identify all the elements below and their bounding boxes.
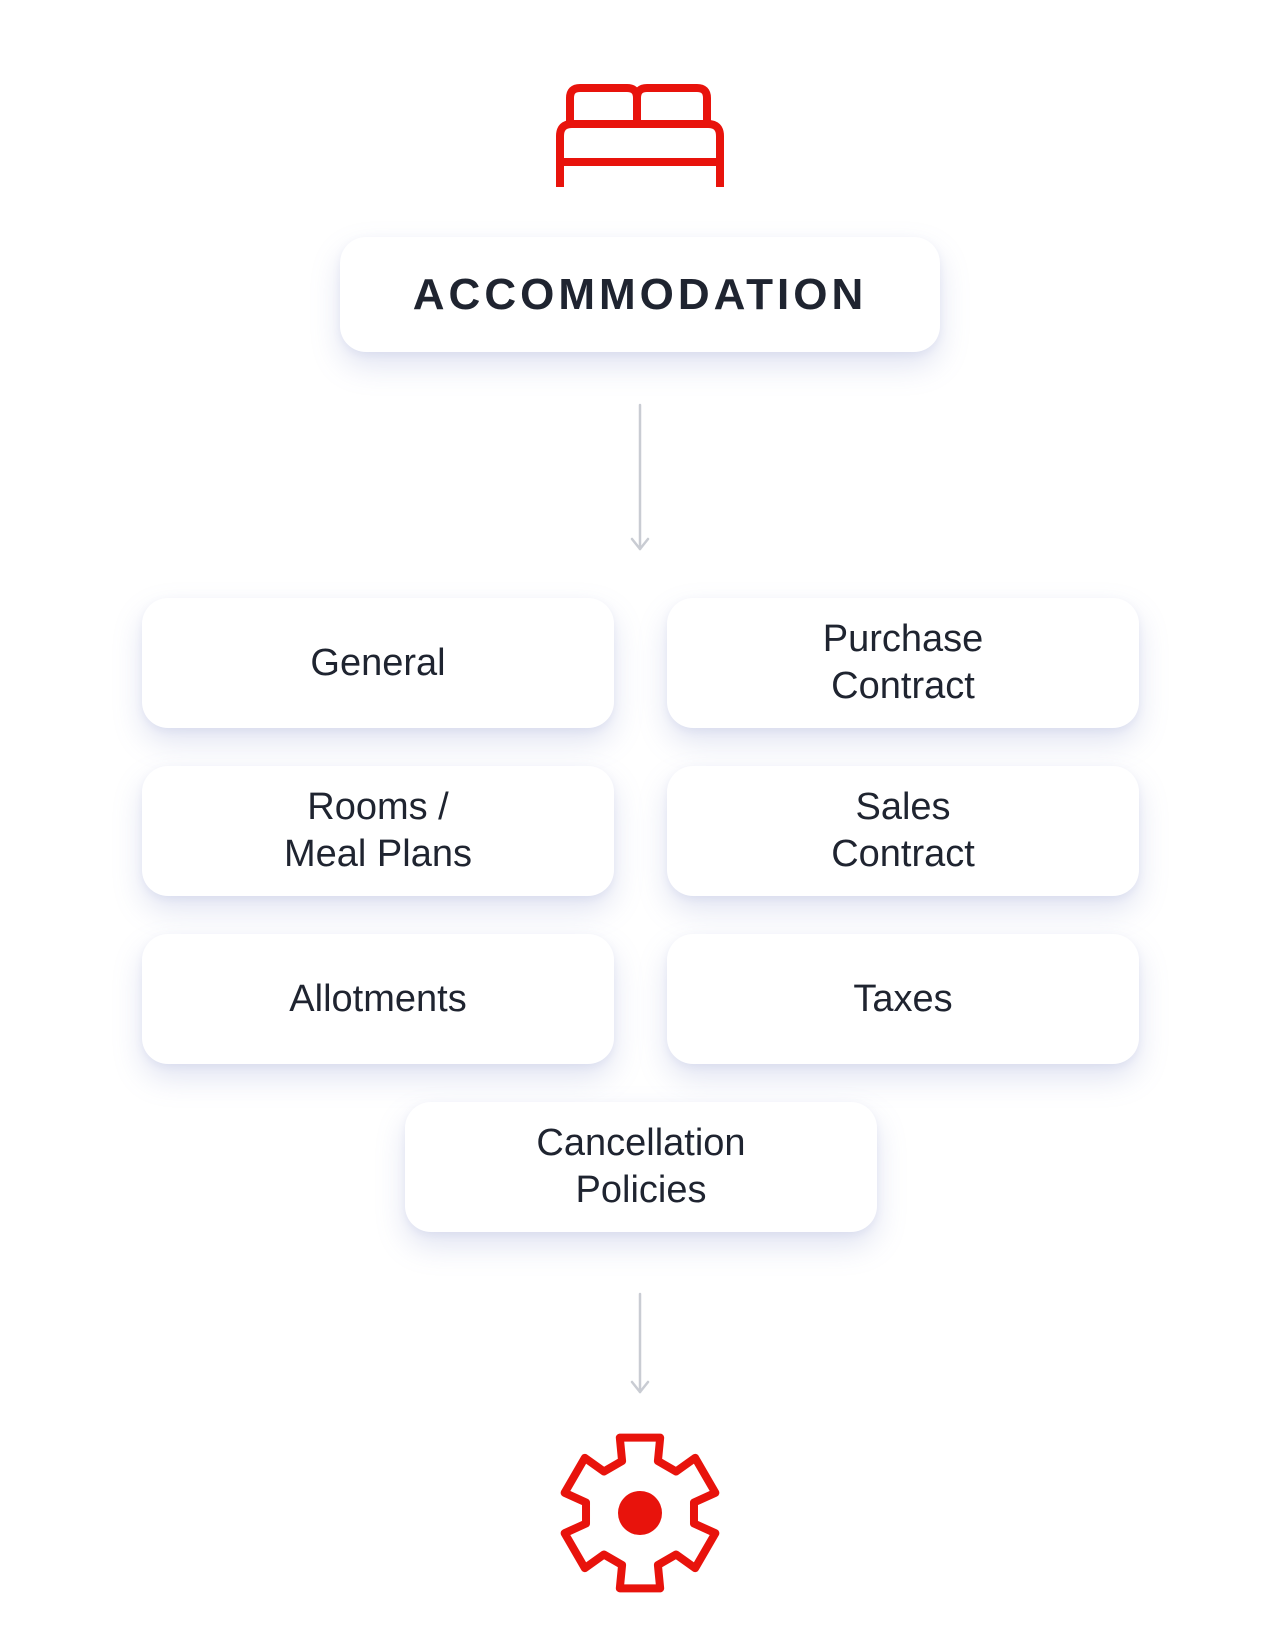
item-card-rooms-meal-plans: Rooms / Meal Plans bbox=[142, 766, 614, 896]
item-card-sales-contract: Sales Contract bbox=[667, 766, 1139, 896]
item-card-allotments: Allotments bbox=[142, 934, 614, 1064]
item-card-general: General bbox=[142, 598, 614, 728]
item-card-purchase-contract: Purchase Contract bbox=[667, 598, 1139, 728]
gear-icon bbox=[555, 1428, 725, 1598]
item-label: Purchase Contract bbox=[822, 618, 984, 707]
connector-arrow-down bbox=[630, 1292, 650, 1396]
page-title: ACCOMMODATION bbox=[412, 269, 868, 319]
item-label: Rooms / Meal Plans bbox=[284, 786, 472, 875]
item-label: Allotments bbox=[289, 977, 467, 1020]
item-label: Sales Contract bbox=[831, 786, 975, 875]
item-label: General bbox=[310, 641, 446, 684]
item-card-cancellation-policies: Cancellation Policies bbox=[405, 1102, 877, 1232]
item-label: Cancellation Policies bbox=[536, 1122, 746, 1211]
item-card-taxes: Taxes bbox=[667, 934, 1139, 1064]
bed-icon bbox=[555, 80, 725, 190]
connector-arrow-down bbox=[630, 403, 650, 553]
item-label: Taxes bbox=[853, 977, 953, 1020]
accommodation-card: ACCOMMODATION bbox=[340, 237, 940, 352]
